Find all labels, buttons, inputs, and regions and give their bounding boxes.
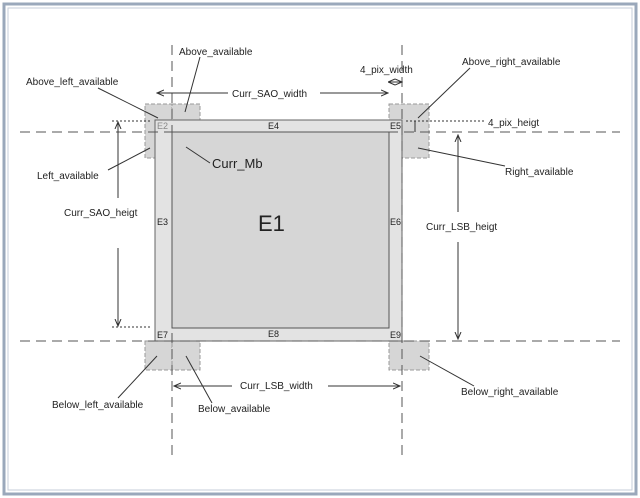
label-below-right-available: Below_right_available xyxy=(461,387,559,398)
below-right-block xyxy=(388,340,430,371)
leader-above-right xyxy=(417,67,471,119)
label-above-available: Above_available xyxy=(179,47,253,58)
region-e1: E1 xyxy=(258,211,285,236)
region-e6: E6 xyxy=(390,217,401,227)
region-e7: E7 xyxy=(157,330,168,340)
label-four-pix-width: 4_pix_width xyxy=(360,65,413,76)
label-below-available: Below_available xyxy=(198,404,271,415)
leader-below-right xyxy=(419,355,475,387)
region-e3: E3 xyxy=(157,217,168,227)
region-e9: E9 xyxy=(390,330,401,340)
grid-lines xyxy=(20,45,620,460)
region-e2: E2 xyxy=(157,121,168,131)
leader-right xyxy=(417,147,506,167)
leader-below xyxy=(185,355,213,404)
below-left-block xyxy=(144,340,173,371)
label-curr-lsb-width: Curr_LSB_width xyxy=(240,381,313,392)
label-curr-sao-height: Curr_SAO_heigt xyxy=(64,208,138,219)
label-above-right-available: Above_right_available xyxy=(462,57,561,68)
leader-left xyxy=(107,147,151,171)
label-below-left-available: Below_left_available xyxy=(52,400,144,411)
leader-curr-mb xyxy=(185,146,211,164)
label-four-pix-height: 4_pix_heigt xyxy=(488,118,539,129)
leader-below-left xyxy=(117,355,158,399)
region-e5: E5 xyxy=(390,121,401,131)
leader-above-available xyxy=(184,56,201,113)
region-e8: E8 xyxy=(268,329,279,339)
label-above-left-available: Above_left_available xyxy=(26,77,119,88)
label-right-available: Right_available xyxy=(505,167,574,178)
label-curr-lsb-height: Curr_LSB_heigt xyxy=(426,222,497,233)
label-curr-mb: Curr_Mb xyxy=(212,156,263,171)
outer-frame-inner xyxy=(7,7,633,491)
label-curr-sao-width: Curr_SAO_width xyxy=(232,89,307,100)
leader-above-left xyxy=(97,87,159,119)
label-left-available: Left_available xyxy=(37,171,99,182)
below-block xyxy=(171,340,201,371)
region-e4: E4 xyxy=(268,121,279,131)
